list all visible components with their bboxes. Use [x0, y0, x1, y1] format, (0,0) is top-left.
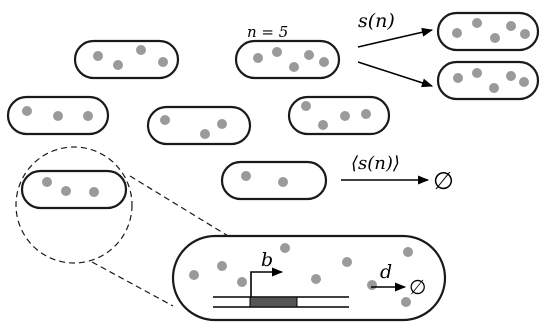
- molecule: [113, 60, 123, 70]
- molecule: [489, 83, 499, 93]
- gene-box: [249, 296, 298, 308]
- cell-enlarged: [171, 234, 447, 322]
- molecule: [340, 111, 350, 121]
- molecule: [367, 280, 377, 290]
- degradation-rate-label: d: [380, 261, 392, 283]
- empty-set-icon: ∅: [433, 167, 454, 195]
- molecule: [506, 21, 516, 31]
- molecule: [53, 111, 63, 121]
- cell-bottom-center: [220, 160, 328, 201]
- molecule: [237, 277, 247, 287]
- molecule: [280, 243, 290, 253]
- molecule: [42, 177, 52, 187]
- molecule: [403, 247, 413, 257]
- empty-set-small-icon: ∅: [409, 275, 426, 299]
- molecule: [490, 33, 500, 43]
- cell-top-left: [73, 39, 180, 80]
- molecule: [200, 129, 210, 139]
- molecule: [519, 77, 529, 87]
- molecule: [189, 270, 199, 280]
- molecule: [93, 51, 103, 61]
- molecule: [472, 18, 482, 28]
- cell-n5: [234, 39, 341, 80]
- cell-daughter-bottom: [436, 60, 540, 101]
- zoom-line-lower: [91, 261, 174, 307]
- molecule: [301, 101, 311, 111]
- molecule: [318, 120, 328, 130]
- molecule: [217, 261, 227, 271]
- molecule: [160, 115, 170, 125]
- molecule: [83, 111, 93, 121]
- molecule: [304, 50, 314, 60]
- molecule: [452, 28, 462, 38]
- division-rate-label: s(n): [358, 10, 395, 32]
- cell-center: [146, 105, 252, 146]
- zoom-connector-lines: [15, 146, 239, 307]
- arrows: [341, 27, 434, 292]
- molecule: [272, 47, 282, 57]
- molecule: [89, 187, 99, 197]
- molecule: [319, 57, 329, 67]
- molecule: [241, 171, 251, 181]
- cells: [6, 11, 540, 322]
- cell-zoomed-small: [20, 169, 128, 210]
- zoom-line-upper: [129, 175, 239, 243]
- molecule: [289, 62, 299, 72]
- molecule: [401, 297, 411, 307]
- molecule: [61, 186, 71, 196]
- n-label: n = 5: [247, 23, 288, 41]
- molecule: [361, 109, 371, 119]
- gene-dna: [213, 267, 349, 308]
- molecule: [311, 274, 321, 284]
- molecule: [506, 71, 516, 81]
- division-arrow-lower: [357, 61, 434, 88]
- cell-right-middle: [287, 95, 391, 136]
- molecule: [253, 53, 263, 63]
- molecule: [342, 257, 352, 267]
- molecules: [22, 18, 530, 307]
- molecule: [136, 45, 146, 55]
- promoter-arrow: [250, 267, 284, 297]
- molecule: [22, 106, 32, 116]
- molecule: [217, 119, 227, 129]
- molecule: [520, 29, 530, 39]
- division-arrow-upper: [357, 27, 434, 48]
- molecule: [453, 73, 463, 83]
- molecule: [472, 68, 482, 78]
- molecule: [158, 57, 168, 67]
- zoom-circle: [15, 146, 133, 264]
- molecule: [278, 177, 288, 187]
- birth-rate-label: b: [261, 249, 273, 271]
- mean-division-rate-label: ⟨s(n)⟩: [351, 153, 400, 174]
